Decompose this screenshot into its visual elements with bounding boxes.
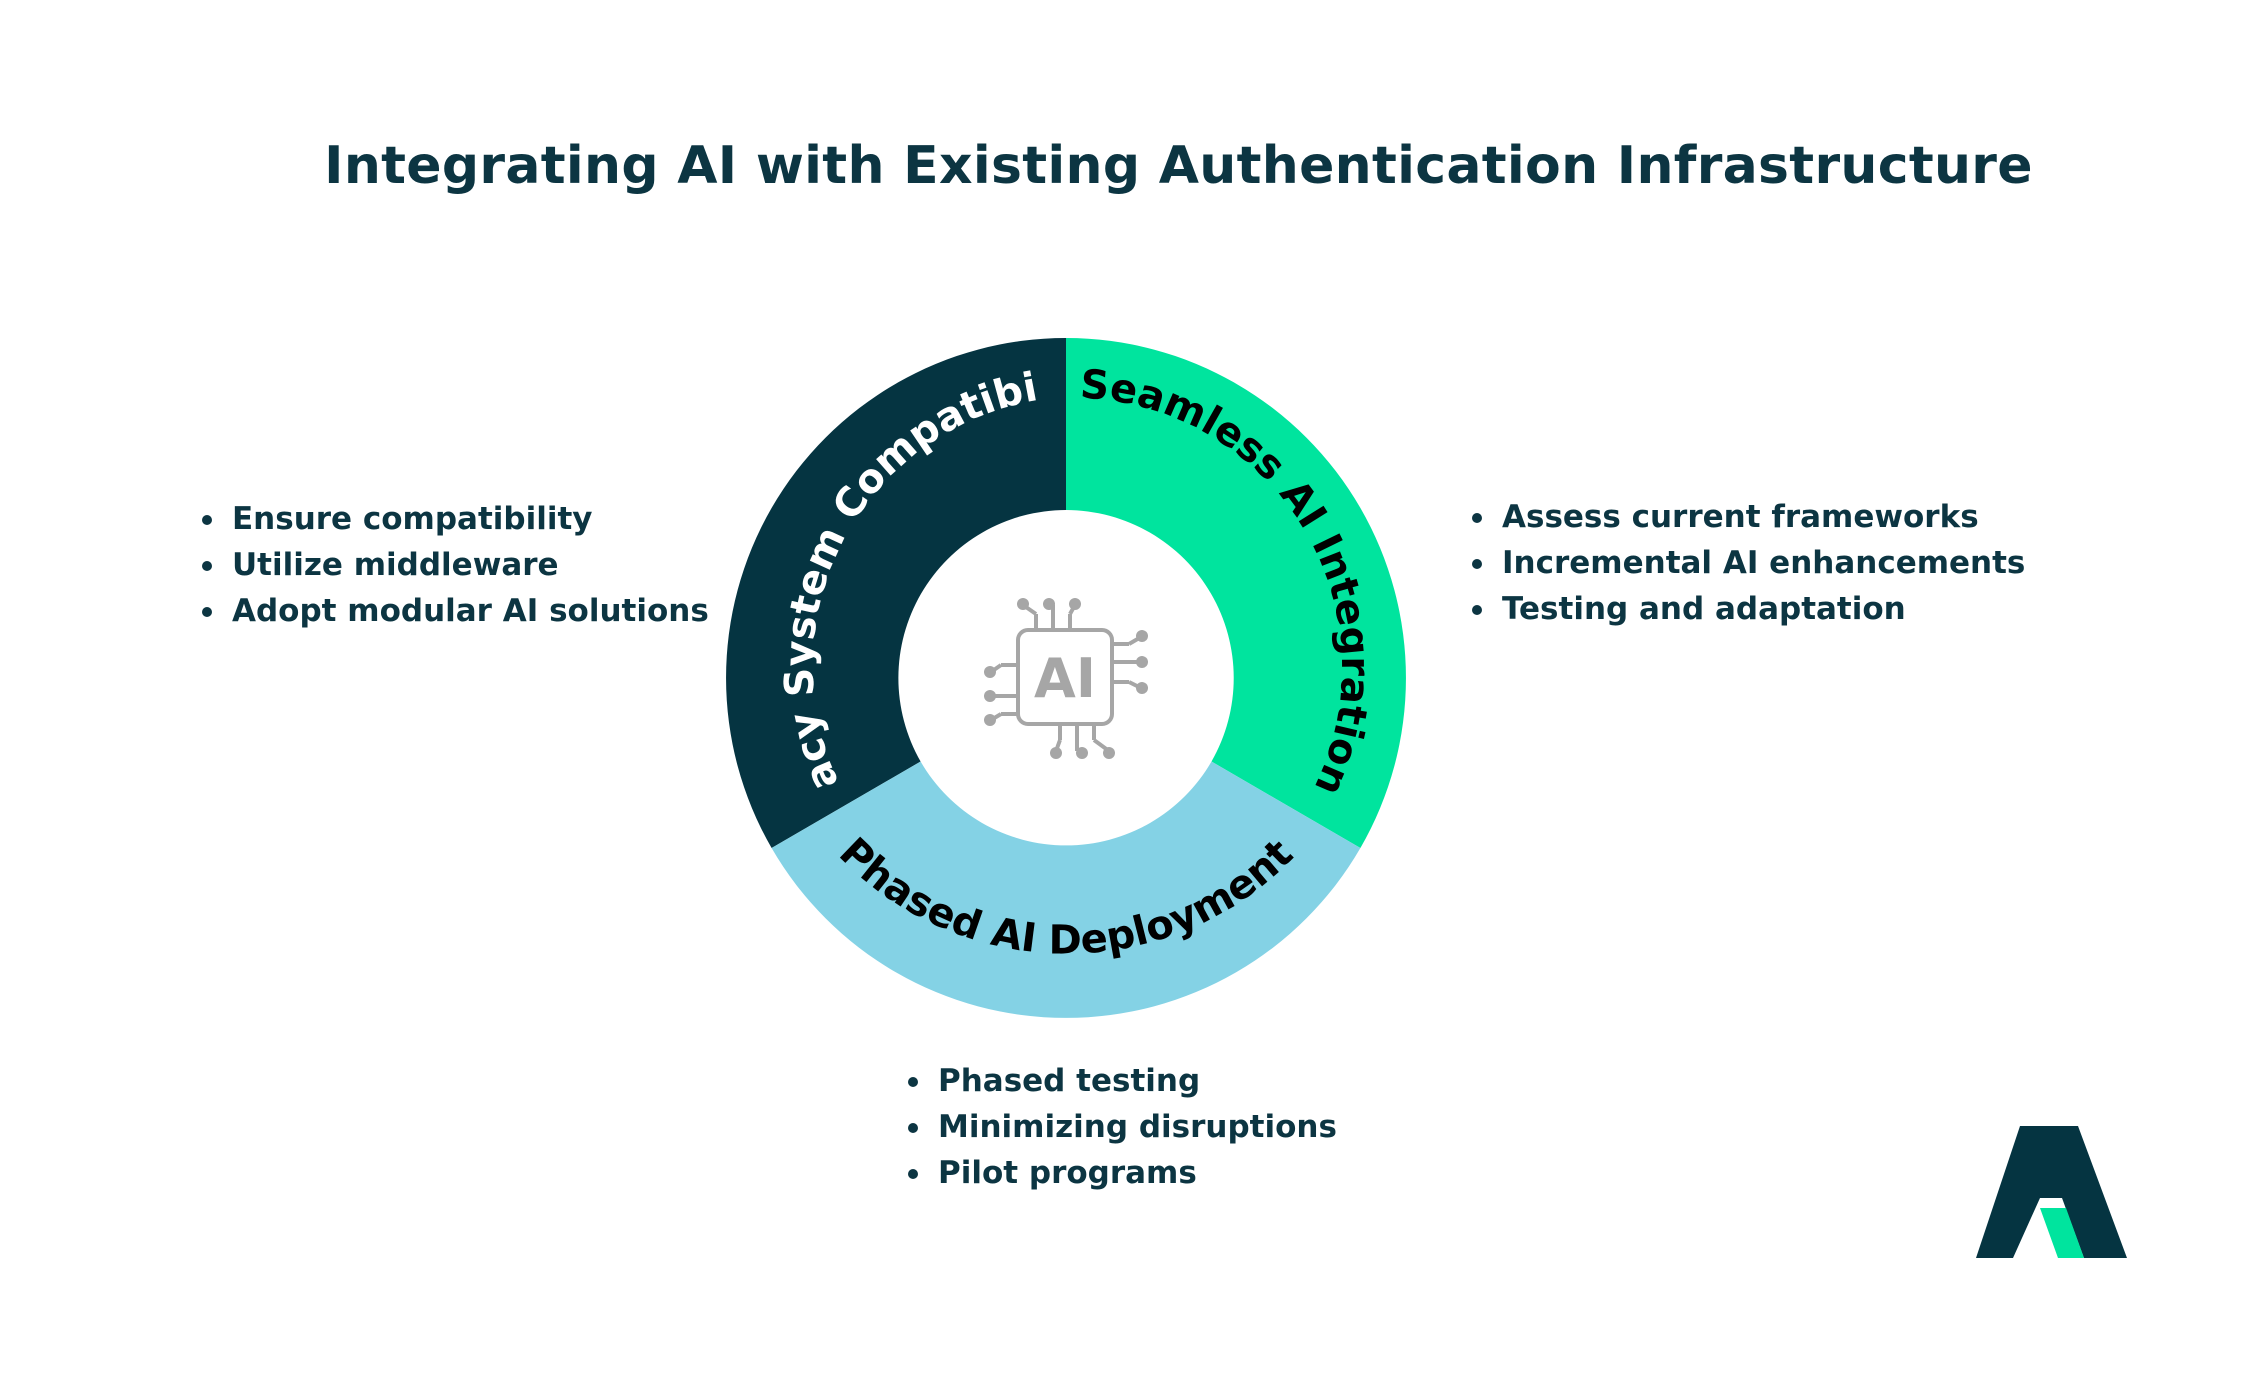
list-item: Adopt modular AI solutions: [198, 588, 709, 634]
list-item: Utilize middleware: [198, 542, 709, 588]
page-title: Integrating AI with Existing Authenticat…: [324, 136, 2033, 196]
list-item: Incremental AI enhancements: [1468, 540, 2025, 586]
list-item: Phased testing: [904, 1058, 1337, 1104]
chip-label: AI: [1034, 647, 1096, 710]
list-item: Pilot programs: [904, 1150, 1337, 1196]
ring-segment-phased: [771, 761, 1361, 1018]
ring-segment-legacy: [726, 338, 1066, 848]
list-item: Testing and adaptation: [1468, 586, 2025, 632]
right-bullet-list: Assess current frameworks Incremental AI…: [1468, 494, 2025, 632]
left-bullet-list: Ensure compatibility Utilize middleware …: [198, 496, 709, 634]
company-a-logo-icon: [1976, 1126, 2127, 1258]
chip-pin-dots: [984, 598, 1148, 759]
list-item: Assess current frameworks: [1468, 494, 2025, 540]
ring-segment-seamless: [1066, 338, 1406, 848]
list-item: Minimizing disruptions: [904, 1104, 1337, 1150]
bottom-bullet-list: Phased testing Minimizing disruptions Pi…: [904, 1058, 1337, 1196]
list-item: Ensure compatibility: [198, 496, 709, 542]
